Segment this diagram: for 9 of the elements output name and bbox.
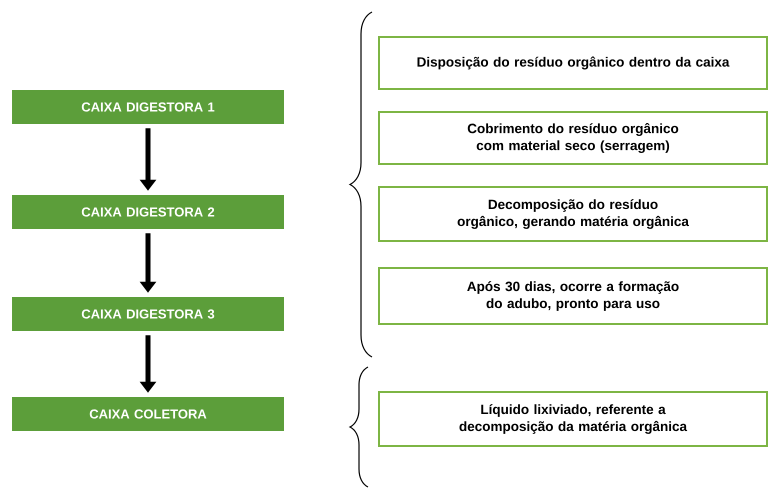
process-box: CAIXA DIGESTORA 1 — [12, 90, 284, 124]
process-box: CAIXA COLETORA — [12, 397, 284, 431]
description-box: Após 30 dias, ocorre a formação do adubo, pronto para uso — [378, 267, 768, 325]
description-box: Cobrimento do resíduo orgânico com material seco (serragem) — [378, 111, 768, 165]
description-box: Líquido lixiviado, referente a decomposição da matéria orgânica — [378, 391, 768, 447]
process-box: CAIXA DIGESTORA 2 — [12, 195, 284, 229]
description-box: Decomposição do resíduo orgânico, gerando matéria orgânica — [378, 186, 768, 242]
process-box: CAIXA DIGESTORA 3 — [12, 297, 284, 331]
description-box: Disposição do resíduo orgânico dentro da caixa — [378, 36, 768, 90]
